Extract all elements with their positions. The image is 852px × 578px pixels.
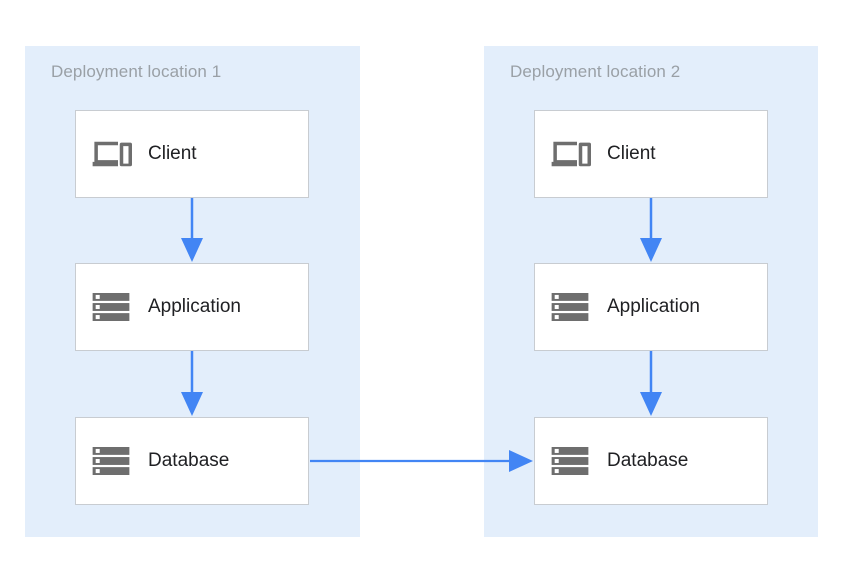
server-icon — [92, 447, 130, 475]
server-icon — [551, 447, 589, 475]
node-label: Application — [607, 296, 700, 317]
node-label: Client — [607, 143, 656, 164]
devices-icon — [92, 141, 132, 167]
server-icon — [551, 293, 589, 321]
node-label: Client — [148, 143, 197, 164]
zone-label-2: Deployment location 2 — [510, 62, 681, 81]
node-application-2[interactable]: Application — [534, 263, 768, 351]
node-label: Database — [607, 450, 689, 471]
node-label: Database — [148, 450, 230, 471]
zone-label-1: Deployment location 1 — [51, 62, 222, 81]
devices-icon — [551, 141, 591, 167]
node-label: Application — [148, 296, 241, 317]
node-client-2[interactable]: Client — [534, 110, 768, 198]
node-client-1[interactable]: Client — [75, 110, 309, 198]
node-database-1[interactable]: Database — [75, 417, 309, 505]
node-application-1[interactable]: Application — [75, 263, 309, 351]
node-database-2[interactable]: Database — [534, 417, 768, 505]
server-icon — [92, 293, 130, 321]
